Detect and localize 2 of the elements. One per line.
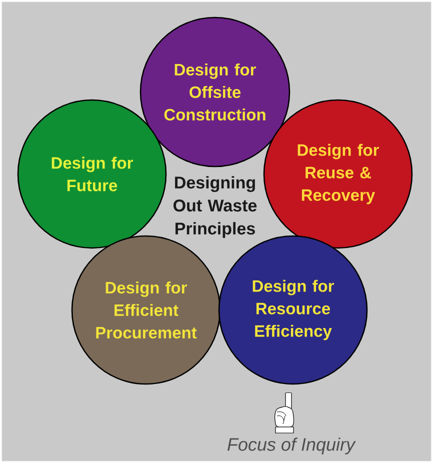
center-heading: Designing Out Waste Principles <box>174 176 257 238</box>
caption-text: Focus of Inquiry <box>228 438 356 454</box>
